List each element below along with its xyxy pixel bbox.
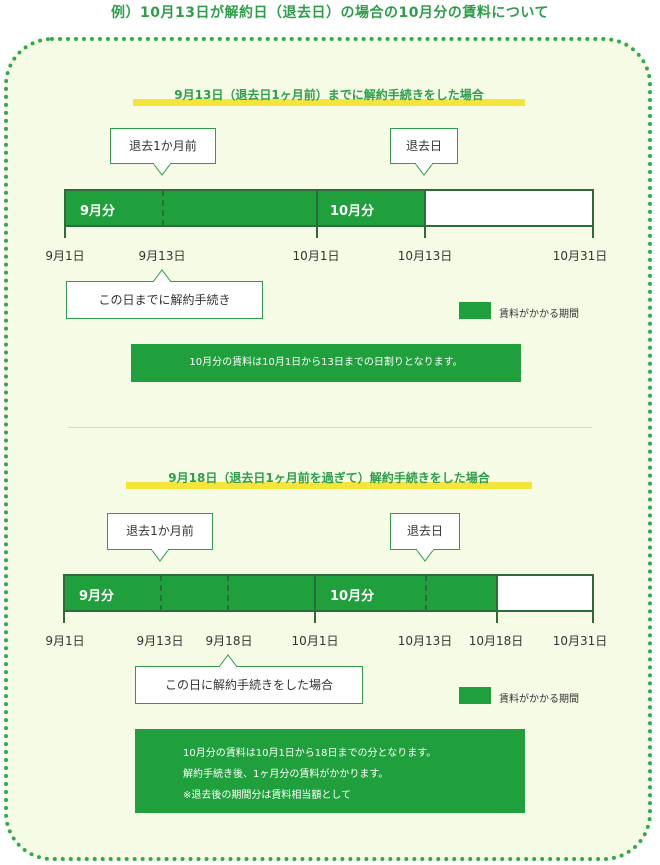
tick-mark (64, 226, 66, 238)
segment-september-label: 9月分 (79, 589, 115, 604)
callout-pointer-down (151, 549, 169, 562)
tick-mark (424, 226, 426, 238)
tick-mark (314, 611, 316, 623)
callout-pointer-down (416, 549, 434, 562)
heading-highlight (133, 99, 525, 106)
scenario2-note-line: 10月分の賃料は10月1日から18日までの分となります。 (183, 748, 437, 759)
callout-move-out-day-text: 退去日 (405, 139, 442, 153)
deadline-callout-text: この日までに解約手続き (98, 293, 231, 307)
segment-october-label: 10月分 (330, 589, 375, 604)
deadline-callout-text: この日に解約手続きをした場合 (164, 678, 333, 692)
uncharged-period-bar (497, 575, 593, 611)
callout-one-month-before: 退去1か月前 (110, 128, 216, 164)
legend-swatch (459, 687, 491, 704)
page-title: 例）10月13日が解約日（退去日）の場合の10月分の賃料について (110, 5, 550, 21)
tick-label: 10月31日 (552, 634, 608, 648)
tick-label: 9月1日 (45, 634, 85, 648)
dashed-marker-9-13 (160, 575, 162, 611)
tick-mark (592, 226, 594, 238)
tick-label: 10月13日 (397, 249, 453, 263)
tick-label: 10月18日 (468, 634, 524, 648)
tick-mark (496, 611, 498, 623)
charged-period-bar (64, 575, 497, 611)
deadline-callout: この日に解約手続きをした場合 (135, 666, 363, 704)
charged-period-bar (65, 190, 425, 226)
scenario1-note: 10月分の賃料は10月1日から13日までの日割りとなります。 (131, 344, 521, 382)
scenario1-note-text: 10月分の賃料は10月1日から13日までの日割りとなります。 (189, 357, 463, 368)
uncharged-period-bar (425, 190, 593, 226)
scenario2-note: 10月分の賃料は10月1日から18日までの分となります。 解約手続き後、1ヶ月分… (135, 729, 525, 813)
timeline-bar-frame (64, 189, 594, 227)
scenario1-heading: 9月13日（退去日1ヶ月前）までに解約手続きをした場合 (133, 88, 525, 106)
tick-label: 10月31日 (552, 249, 608, 263)
tick-mark (63, 611, 65, 623)
dashed-marker-10-13 (425, 575, 427, 611)
tick-label: 9月13日 (138, 249, 186, 263)
pointer-joint (154, 281, 170, 283)
callout-one-month-before: 退去1か月前 (107, 513, 213, 550)
legend-label: 賃料がかかる期間 (499, 694, 579, 705)
legend-swatch (459, 302, 491, 319)
content-frame (4, 37, 652, 861)
tick-label: 10月1日 (292, 249, 340, 263)
heading-highlight (126, 482, 532, 489)
dashed-marker-9-13 (162, 190, 164, 226)
scenario2-note-line: 解約手続き後、1ヶ月分の賃料がかかります。 (183, 769, 389, 780)
segment-october-label: 10月分 (330, 204, 375, 219)
callout-pointer-down (153, 163, 171, 176)
tick-label: 10月1日 (291, 634, 339, 648)
legend-label: 賃料がかかる期間 (499, 309, 579, 320)
tick-label: 9月18日 (205, 634, 253, 648)
callout-pointer-down (415, 163, 433, 176)
scenario2-note-line: ※退去後の期間分は賃料相当額として (183, 790, 352, 801)
section-divider (68, 427, 592, 428)
scenario1-heading-text: 9月13日（退去日1ヶ月前）までに解約手続きをした場合 (174, 88, 484, 102)
pointer-joint (220, 666, 236, 668)
callout-move-out-day-text: 退去日 (406, 524, 443, 538)
callout-one-month-before-text: 退去1か月前 (129, 139, 197, 153)
tick-label: 9月1日 (45, 249, 85, 263)
tick-mark (592, 611, 594, 623)
scenario2-heading: 9月18日（退去日1ヶ月前を過ぎて）解約手続きをした場合 (126, 471, 532, 489)
scenario2-heading-text: 9月18日（退去日1ヶ月前を過ぎて）解約手続きをした場合 (168, 471, 490, 485)
month-divider (316, 190, 318, 226)
dashed-marker-9-18 (227, 575, 229, 611)
move-out-divider (424, 190, 426, 226)
callout-move-out-day: 退去日 (390, 128, 458, 164)
tick-label: 10月13日 (397, 634, 453, 648)
tick-label: 9月13日 (136, 634, 184, 648)
segment-september-label: 9月分 (80, 204, 116, 219)
timeline-bar-frame (63, 574, 594, 612)
tick-mark (316, 226, 318, 238)
callout-move-out-day: 退去日 (390, 513, 460, 550)
month-divider (314, 575, 316, 611)
deadline-callout: この日までに解約手続き (66, 281, 263, 319)
callout-one-month-before-text: 退去1か月前 (126, 524, 194, 538)
move-out-divider (496, 575, 498, 611)
